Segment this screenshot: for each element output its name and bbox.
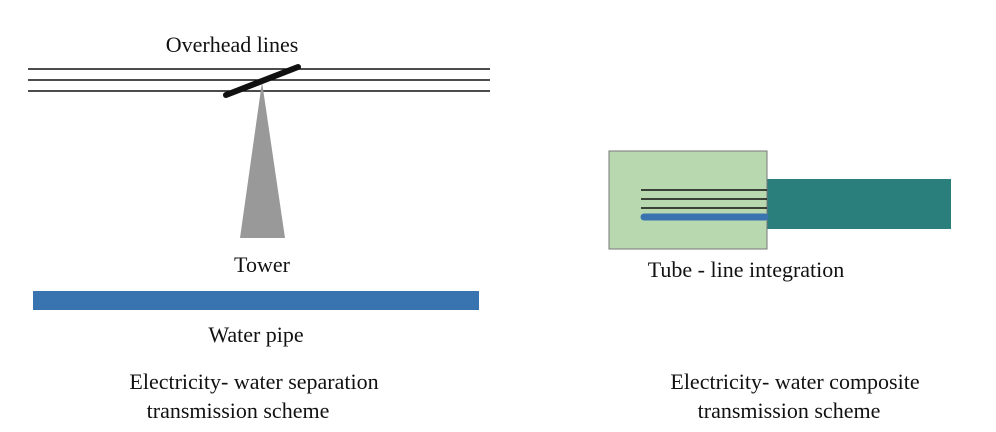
tower-crossarm (223, 64, 301, 98)
water-pipe (33, 291, 479, 310)
composite-caption-line1: Electricity- water composite (670, 369, 919, 394)
overhead-lines-label: Overhead lines (166, 32, 299, 57)
separation-scheme: Overhead lines Tower Water pipe Electric… (28, 32, 490, 423)
integration-label: Tube - line integration (648, 257, 845, 282)
tower-body (240, 82, 285, 238)
tower-label: Tower (234, 252, 291, 277)
composite-caption-line2: transmission scheme (698, 398, 881, 423)
water-pipe-label: Water pipe (208, 322, 303, 347)
composite-scheme: Tube - line integration Electricity- wat… (608, 150, 951, 423)
integration-box (608, 150, 768, 250)
separation-caption-line2: transmission scheme (147, 398, 330, 423)
teal-composite-pipe (767, 179, 951, 229)
separation-caption-line1: Electricity- water separation (129, 369, 378, 394)
